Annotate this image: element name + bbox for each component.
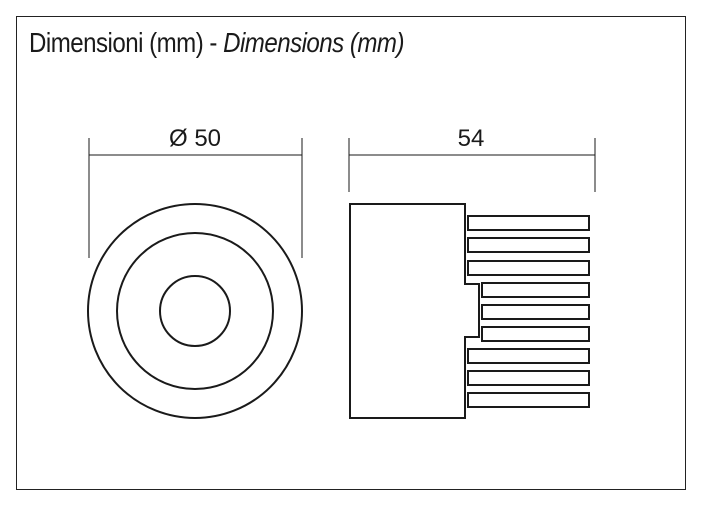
fin	[467, 370, 590, 386]
length-label: 54	[458, 125, 485, 152]
fin	[467, 215, 590, 231]
inner-circle	[159, 275, 231, 347]
title-english: Dimensions (mm)	[223, 27, 404, 58]
fin	[467, 237, 590, 253]
fin	[481, 282, 590, 298]
fin	[467, 260, 590, 276]
side-view	[349, 203, 590, 419]
page-title: Dimensioni (mm) - Dimensions (mm)	[29, 27, 404, 59]
fin	[481, 304, 590, 320]
middle-circle	[116, 232, 274, 390]
fin	[467, 348, 590, 364]
housing-body	[349, 203, 480, 419]
outer-circle	[87, 203, 303, 419]
fin	[467, 392, 590, 408]
fin	[481, 326, 590, 342]
front-view	[87, 203, 303, 419]
diameter-label: Ø 50	[169, 125, 221, 152]
title-italian: Dimensioni (mm) -	[29, 27, 224, 58]
